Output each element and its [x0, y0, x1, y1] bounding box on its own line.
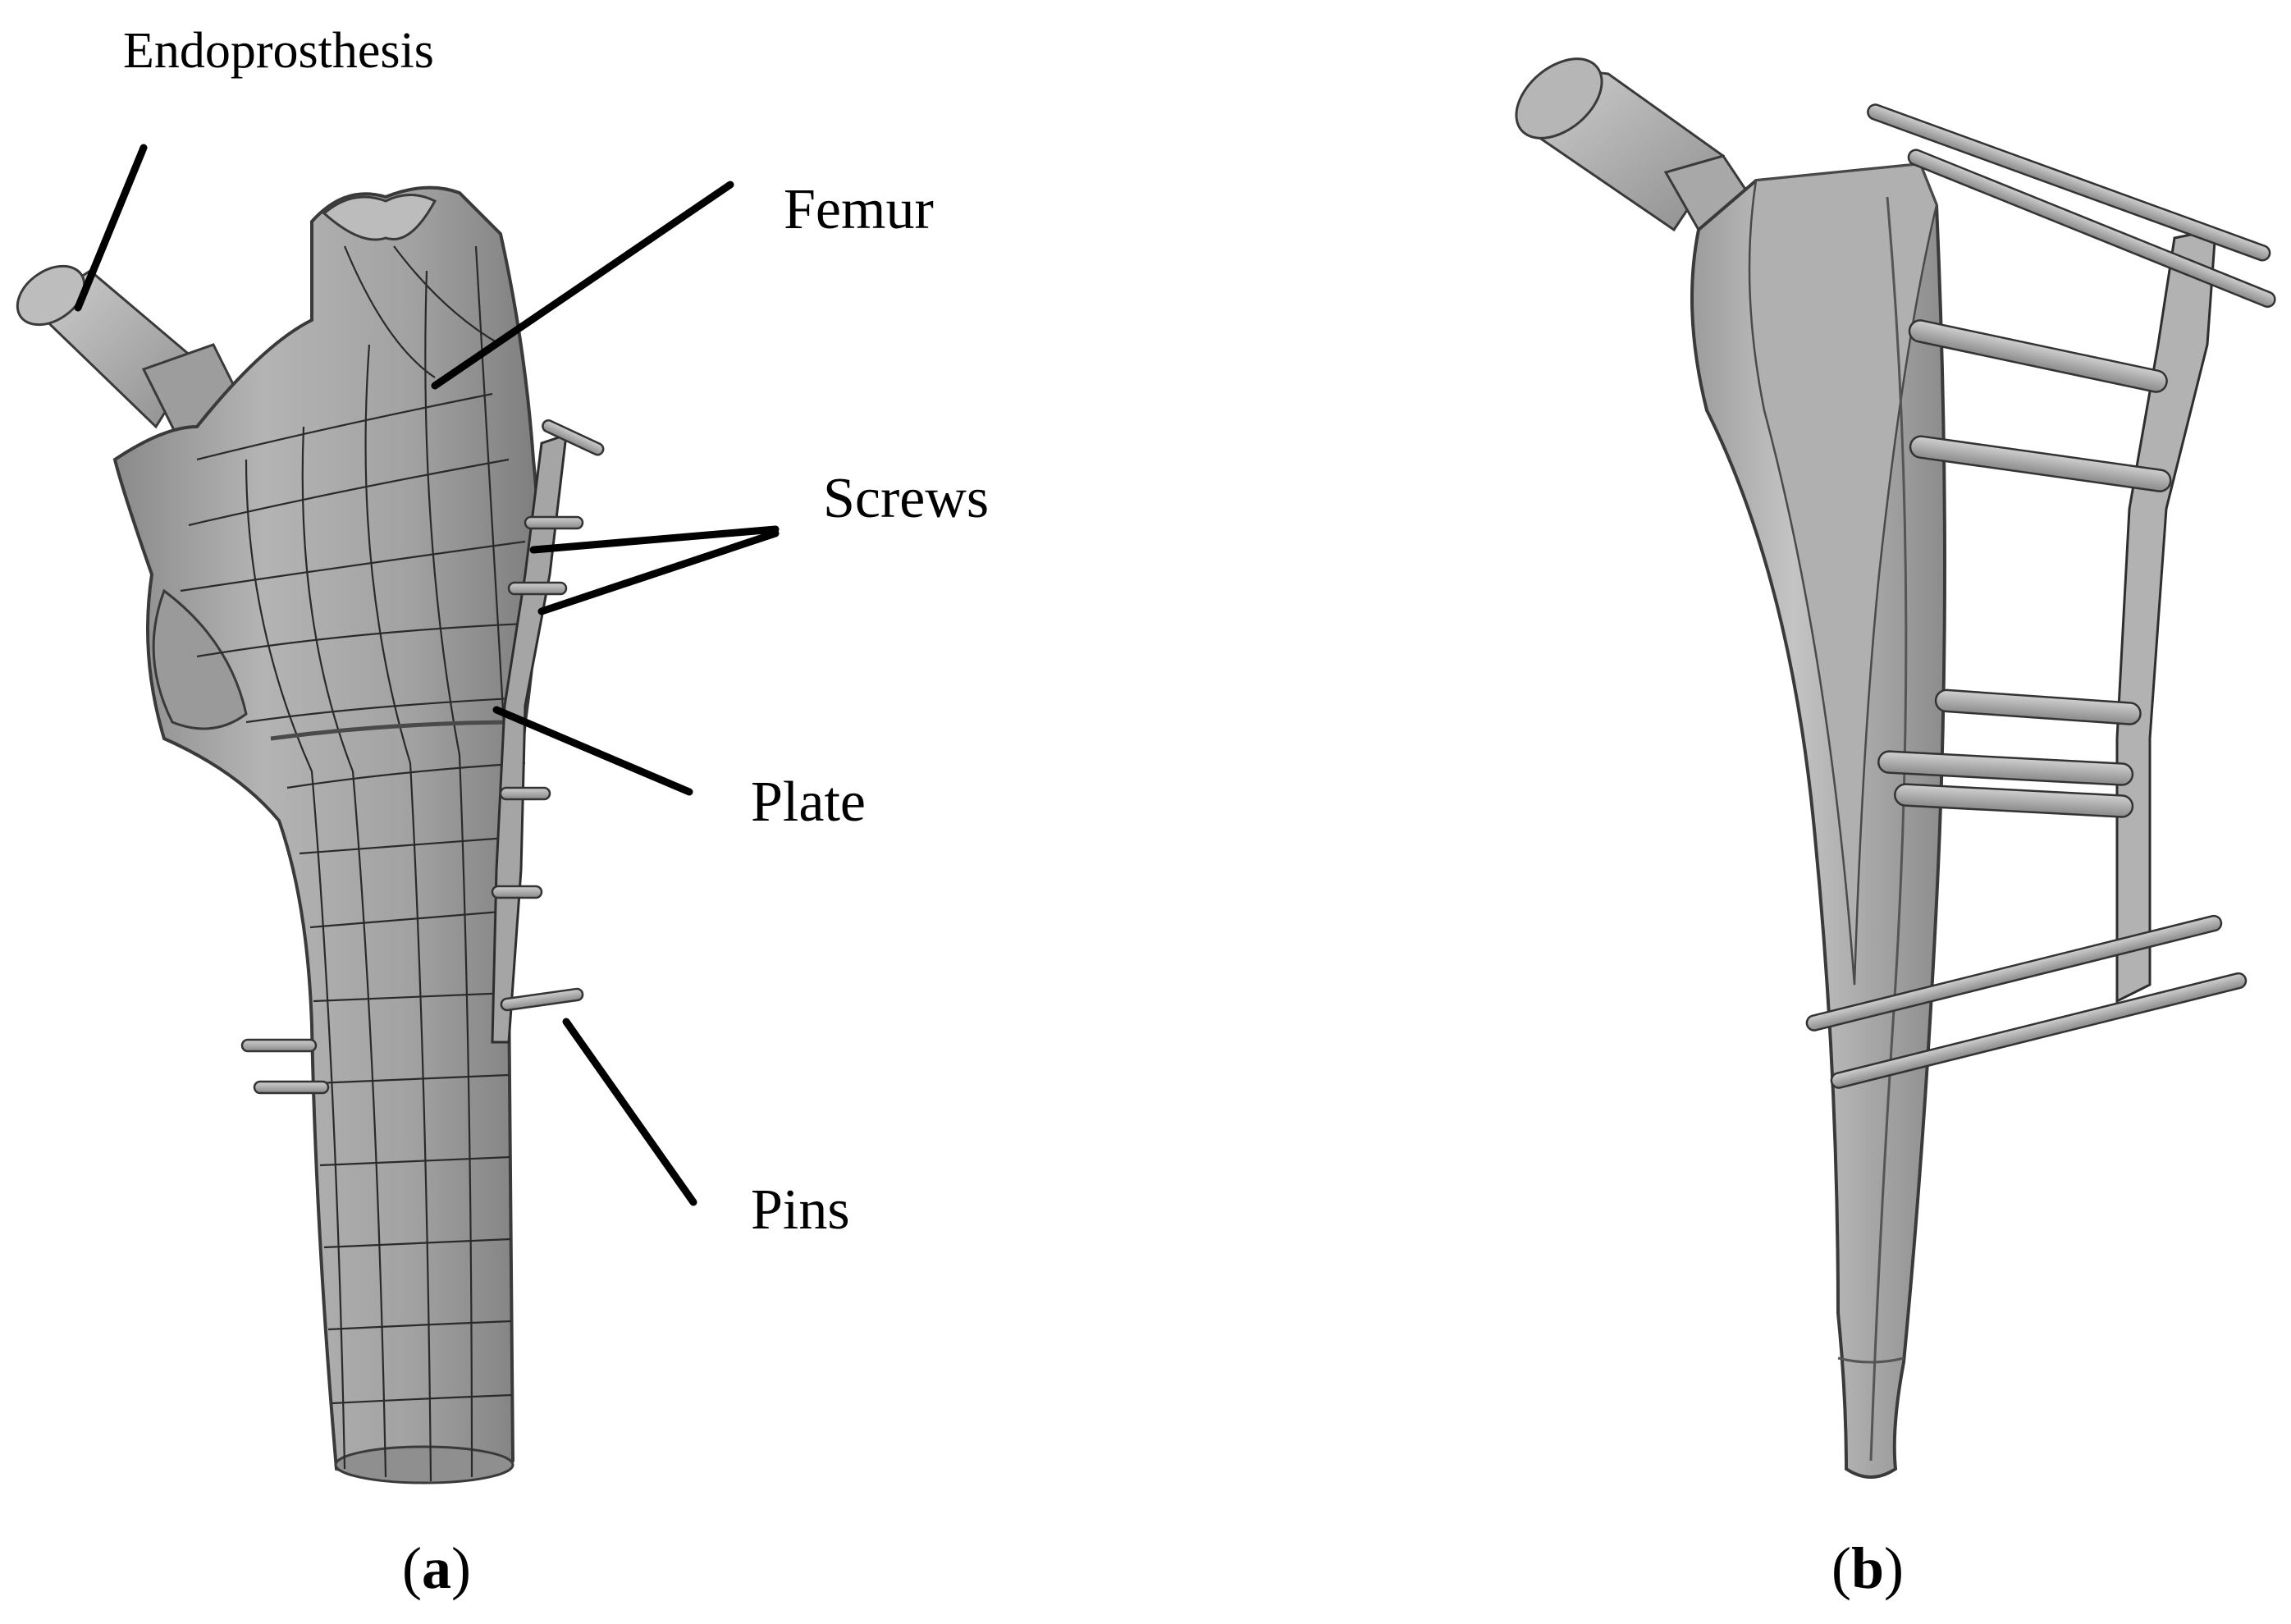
endoprosthesis-neck — [16, 264, 249, 437]
stem-face — [1748, 162, 1938, 986]
cerclage-wire — [270, 720, 526, 741]
endoprosthesis-leader — [74, 144, 148, 312]
label-pins: Pins — [751, 1178, 850, 1242]
caption-b: (b) — [1831, 1535, 1904, 1601]
stem-edge — [1869, 196, 1908, 1462]
label-femur: Femur — [784, 178, 934, 241]
label-screws: Screws — [823, 467, 989, 530]
femur-body — [112, 185, 540, 1481]
femur-distal-end — [334, 1445, 514, 1484]
plate-leader — [492, 706, 693, 796]
screws-leader-1 — [529, 525, 780, 554]
trochanter — [322, 194, 437, 241]
screws-b — [1877, 319, 2172, 818]
stem-head — [1515, 57, 1758, 232]
label-plate: Plate — [751, 771, 866, 834]
panel-b: (b) — [1515, 57, 2276, 1601]
screws-a — [491, 419, 605, 899]
label-endoprosthesis: Endoprosthesis — [123, 23, 434, 79]
stem-tip-line — [1837, 1356, 1905, 1364]
panel-a: Endoprosthesis Femur Screws Plate Pins (… — [16, 23, 989, 1601]
femur-leader — [431, 181, 734, 390]
pins-a — [240, 987, 584, 1095]
lesser-trochanter — [152, 588, 248, 730]
caption-a-letter: a — [422, 1535, 451, 1601]
caption-a: (a) — [402, 1535, 471, 1601]
plate-b — [2115, 228, 2217, 1004]
caption-b-letter: b — [1851, 1535, 1884, 1601]
screws-leader-2 — [537, 529, 780, 615]
pins-leader — [562, 1018, 697, 1206]
pins-b — [1805, 103, 2276, 1089]
femur-mesh — [180, 245, 530, 1482]
